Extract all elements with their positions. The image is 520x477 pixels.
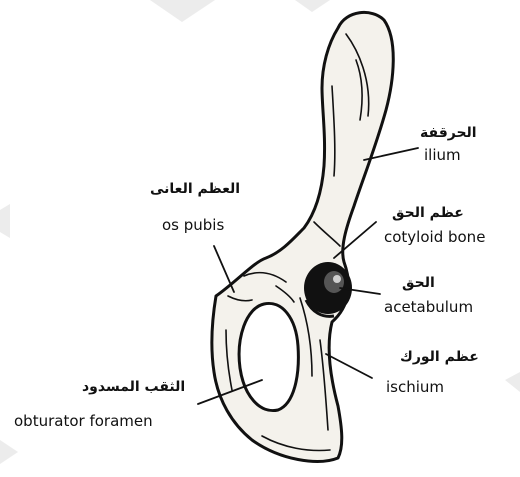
os-pubis-label: os pubis — [162, 216, 224, 234]
cotyloid-bone-label: cotyloid bone — [384, 228, 485, 246]
ischium-label: ischium — [386, 378, 444, 396]
ilium-label-arabic: الحرقفة — [420, 124, 477, 142]
ischium-label-arabic: عظم الورك — [400, 348, 479, 366]
leader-os-pubis — [214, 246, 234, 292]
obturator-foramen-label: obturator foramen — [14, 412, 153, 430]
acetabulum-label: acetabulum — [384, 298, 473, 316]
acetabulum-label-arabic: الحق — [402, 274, 435, 292]
leader-ischium — [326, 354, 372, 378]
cotyloid-bone-label-arabic: عظم الحق — [392, 204, 464, 222]
os-pubis-label-arabic: العظم العانى — [150, 180, 240, 198]
ilium-label: ilium — [424, 146, 461, 164]
obturator-foramen-hole — [239, 303, 298, 410]
obturator-foramen-label-arabic: الثقب المسدود — [82, 378, 185, 396]
